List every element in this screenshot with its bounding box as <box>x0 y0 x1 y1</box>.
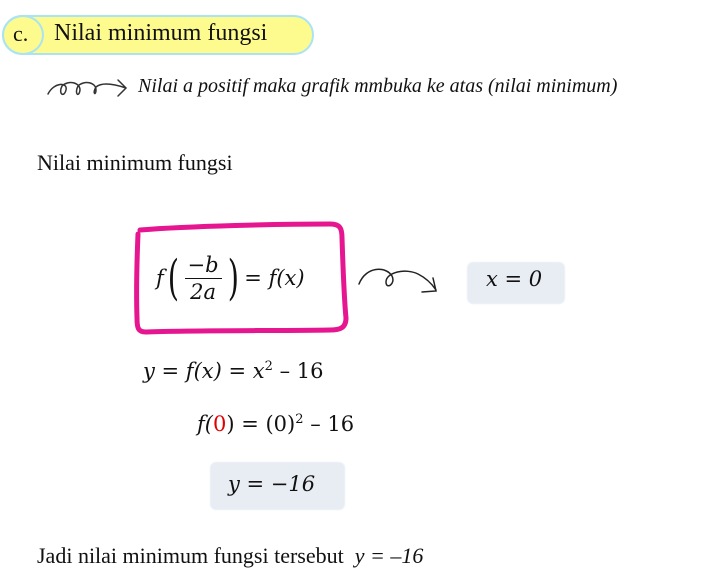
vertex-formula: f ( −b 2a ) = f(x) <box>156 248 305 308</box>
right-paren: ) <box>227 250 239 306</box>
curly-arrow-icon <box>358 268 437 293</box>
section-letter: c. <box>13 21 29 46</box>
step2-arg: 0 <box>212 412 227 436</box>
left-paren: ( <box>167 250 179 306</box>
section-header-pill <box>2 15 314 55</box>
squiggle-arrow-icon <box>47 79 128 97</box>
formula-rhs: = f(x) <box>244 266 305 290</box>
step2-f: f( <box>197 412 213 436</box>
step1-exp: 2 <box>264 359 273 374</box>
step2-exp: 2 <box>295 412 304 427</box>
section-letter-circle <box>2 15 44 55</box>
y-result: y = −16 <box>228 472 316 496</box>
highlight-box <box>134 221 349 335</box>
step-line-2: f(0) = (0)2 – 16 <box>197 412 354 436</box>
step1-lhs: y = f(x) = x <box>143 359 265 383</box>
fraction-denominator: 2a <box>190 279 216 304</box>
subheading: Nilai minimum fungsi <box>37 150 233 175</box>
y-result-highlight <box>210 462 345 510</box>
note-text: Nilai a positif maka grafik mmbuka ke at… <box>138 75 618 97</box>
fraction-numerator: −b <box>184 252 222 279</box>
x-result: x = 0 <box>486 267 543 291</box>
conclusion-value: y = –16 <box>354 543 424 568</box>
step2-rest: – 16 <box>303 412 355 436</box>
fraction: −b 2a <box>184 252 222 305</box>
step2-mid: ) = (0) <box>226 412 296 436</box>
section-title: Nilai minimum fungsi <box>54 20 268 46</box>
formula-f: f <box>156 266 164 290</box>
step-line-1: y = f(x) = x2 – 16 <box>143 359 323 383</box>
step1-rest: – 16 <box>272 359 324 383</box>
result-highlight <box>467 262 565 304</box>
conclusion: Jadi nilai minimum fungsi tersebut y = –… <box>37 543 423 569</box>
conclusion-text: Jadi nilai minimum fungsi tersebut <box>37 543 344 568</box>
